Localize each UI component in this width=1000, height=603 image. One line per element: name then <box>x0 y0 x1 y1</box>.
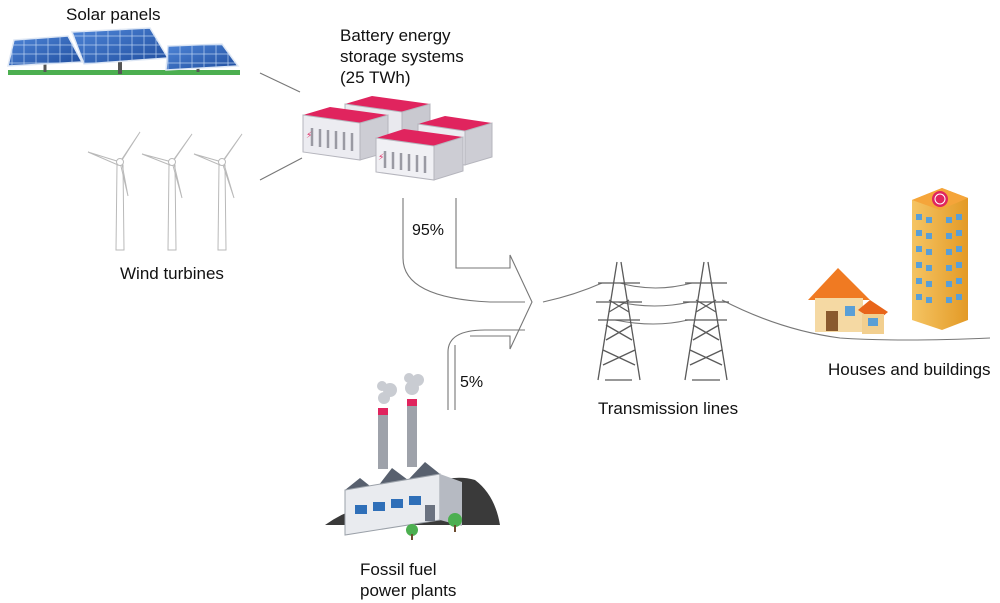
houses-buildings-label: Houses and buildings <box>828 360 991 379</box>
solar-to-battery-line <box>259 72 301 93</box>
wind-turbine-2 <box>141 133 193 251</box>
battery-storage-label-line2: storage systems <box>340 47 464 66</box>
fossil-fuel-plants-label: Fossil fuel power plants <box>360 559 456 601</box>
fossil-fuel-plants-label-line1: Fossil fuel <box>360 560 437 579</box>
flow-merge-arrow <box>402 198 533 410</box>
transmission-wire-mid3 <box>614 319 689 325</box>
tall-building <box>912 188 968 330</box>
houses-buildings-illustration <box>808 188 968 334</box>
solar-panel-center <box>70 27 170 74</box>
fossil-fuel-plants-label-line2: power plants <box>360 581 457 600</box>
wind-turbine-3 <box>193 133 243 251</box>
wind-turbines-illustration <box>87 131 243 251</box>
solar-panels-label: Solar panels <box>66 5 161 24</box>
smoke-plumes <box>377 373 424 404</box>
battery-container-left: ⚡ <box>302 107 389 161</box>
transmission-lines-label: Transmission lines <box>598 399 739 418</box>
house <box>808 268 888 334</box>
transmission-wire-left <box>542 282 603 303</box>
wind-turbine-1 <box>87 131 141 251</box>
battery-storage-label-line3: (25 TWh) <box>340 68 411 87</box>
battery-storage-label: Battery energy storage systems (25 TWh) <box>340 25 464 88</box>
battery-storage-illustration: ⚡ ⚡ <box>302 96 493 181</box>
transmission-wire-mid1 <box>619 282 693 289</box>
battery-storage-label-line1: Battery energy <box>340 26 451 45</box>
wind-to-battery-line <box>259 157 303 181</box>
wind-turbines-label: Wind turbines <box>120 264 224 283</box>
svg-text:⚡: ⚡ <box>378 153 384 163</box>
fossil-fuel-plant-illustration <box>325 373 500 540</box>
fossil-share-percent: 5% <box>460 374 484 391</box>
solar-panel-right <box>165 43 240 72</box>
transmission-wire-mid2 <box>617 301 691 307</box>
solar-panels-illustration <box>7 27 240 75</box>
connector-lines <box>259 72 991 410</box>
transmission-tower-left <box>596 261 642 381</box>
transmission-wire-right <box>721 299 991 341</box>
smokestacks <box>378 399 417 469</box>
svg-text:⚡: ⚡ <box>306 131 312 141</box>
factory-trees <box>406 513 462 540</box>
grass-strip <box>8 70 240 75</box>
battery-container-front: ⚡ <box>375 129 464 181</box>
factory-building <box>344 462 462 536</box>
solar-panel-left <box>7 35 84 72</box>
transmission-tower-right <box>683 261 729 381</box>
battery-share-percent: 95% <box>412 222 445 239</box>
transmission-towers-illustration <box>596 261 729 381</box>
